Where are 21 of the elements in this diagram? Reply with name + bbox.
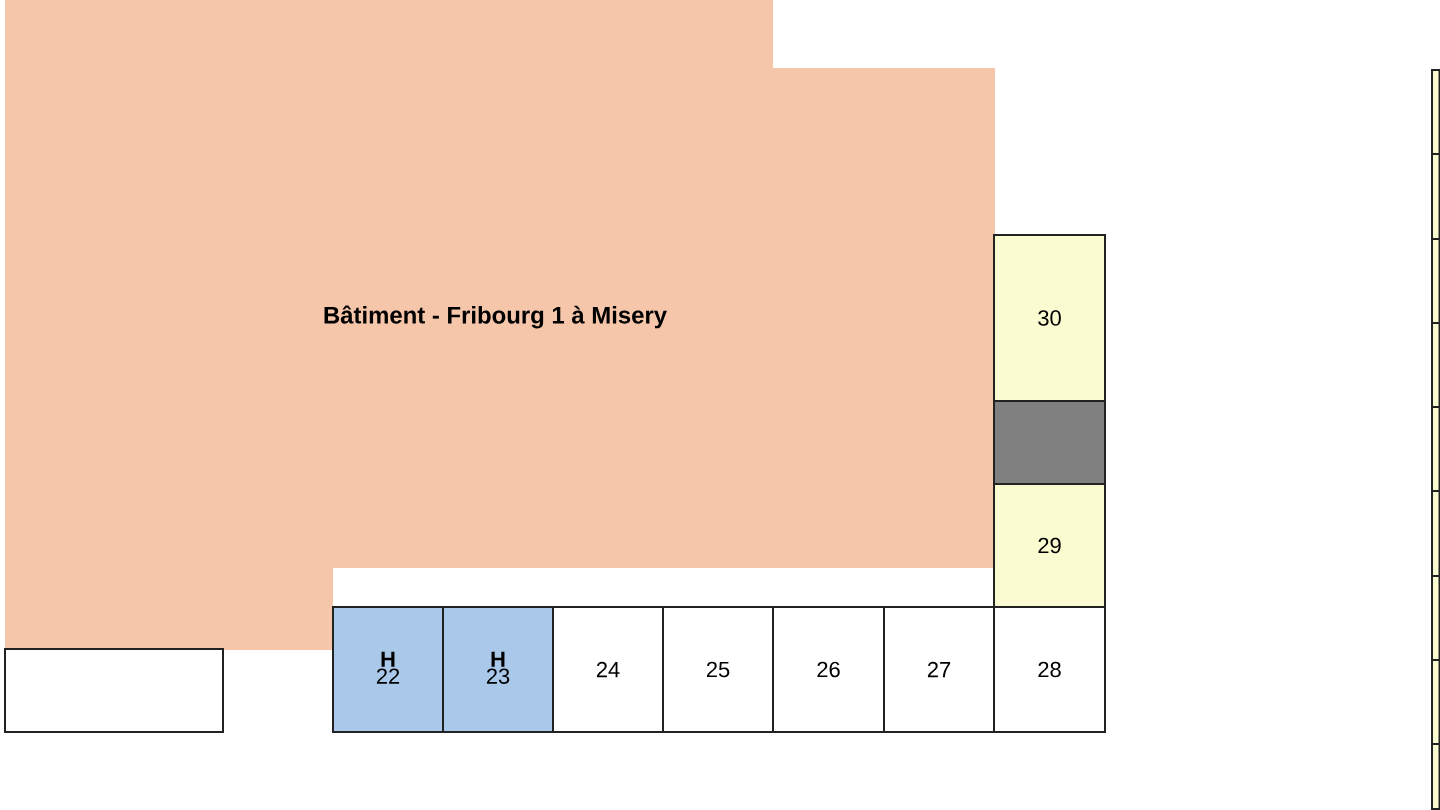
building-area: Bâtiment - Fribourg 1 à Misery: [5, 0, 995, 650]
parking-space: [1431, 575, 1440, 661]
blocked-space: [993, 400, 1106, 485]
parking-space: H 22: [332, 606, 444, 733]
parking-space: 28: [993, 606, 1106, 733]
parking-space: [1431, 490, 1440, 577]
parking-space: 30: [993, 234, 1106, 402]
parking-space: H 23: [442, 606, 554, 733]
parking-space: 25: [662, 606, 774, 733]
parking-space: [1431, 743, 1440, 810]
parking-space: [1431, 153, 1440, 240]
parking-space: 26: [772, 606, 885, 733]
parking-space: [1431, 659, 1440, 745]
parking-space: [1431, 322, 1440, 408]
parking-space: 29: [993, 483, 1106, 608]
parking-space: [1431, 406, 1440, 492]
parking-space: 24: [552, 606, 664, 733]
parking-space: 27: [883, 606, 995, 733]
parking-space: [1431, 69, 1440, 155]
parking-space: [4, 648, 224, 733]
parking-space: [1431, 238, 1440, 324]
